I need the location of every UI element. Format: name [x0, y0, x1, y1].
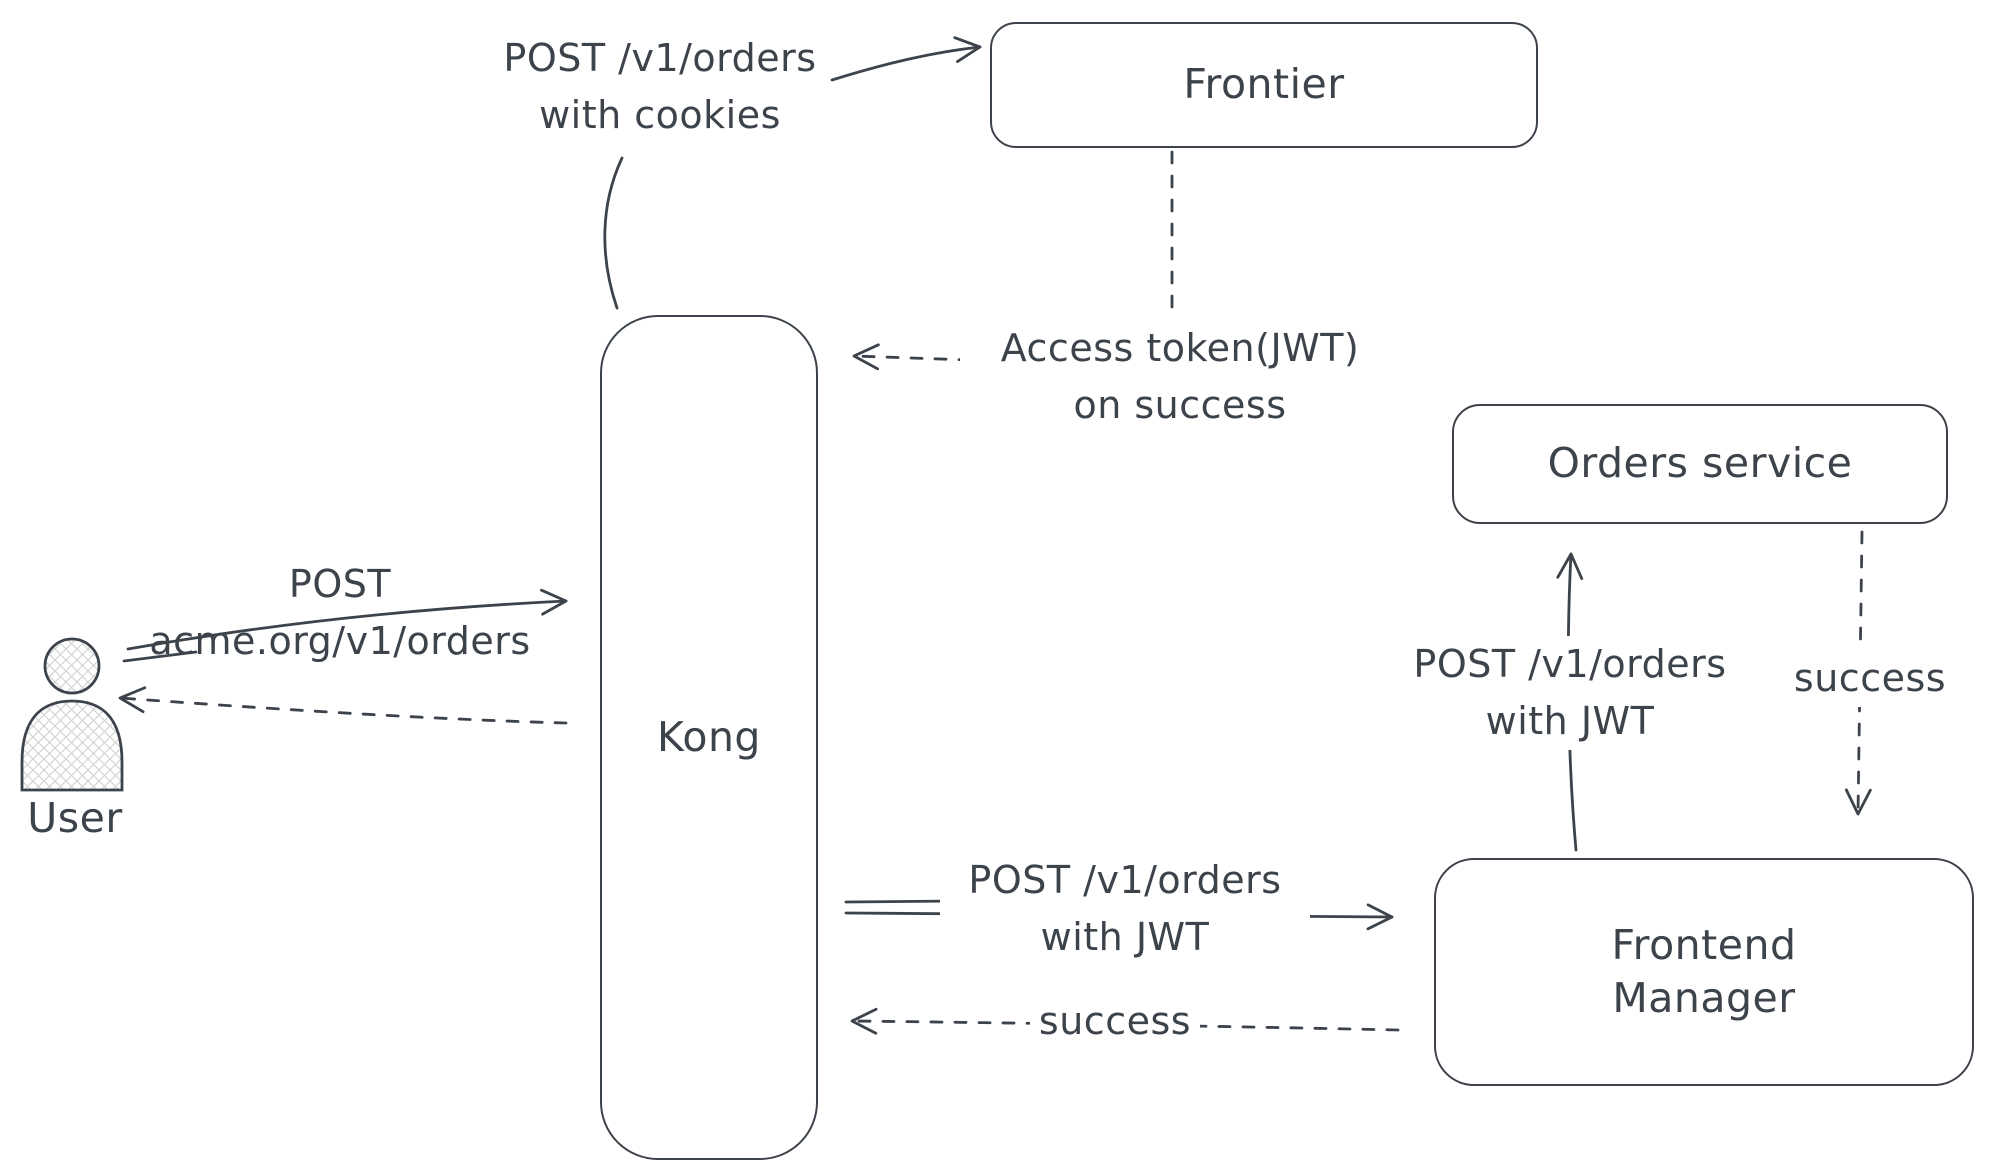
node-frontier: Frontier: [990, 22, 1538, 148]
arrow-kong-to-frontier: [830, 36, 982, 82]
arrow-user-to-kong: [126, 588, 568, 651]
user-label: User: [27, 794, 123, 842]
arrow-user-to-kong-detail: [122, 650, 198, 663]
user-icon: [20, 637, 124, 792]
edge-label-success-to-frontend: success: [1785, 650, 1955, 707]
arrow-frontend-manager-to-kong: [850, 1007, 1400, 1035]
edge-label-post-acme-orders: POST acme.org/v1/orders: [149, 562, 531, 663]
arrow-orders-service-to-frontend-manager: [1844, 530, 1872, 816]
connector-cookies-label-to-kong: [603, 156, 624, 310]
edge-label-post-orders-with-jwt-kong: POST /v1/orders with JWT: [940, 852, 1310, 966]
edge-label-post-orders-with-cookies: POST /v1/orders with cookies: [503, 36, 817, 137]
arrow-kong-to-frontend-manager-detail: [844, 899, 958, 904]
edge-label-access-token-on-success: Access token(JWT) on success: [960, 320, 1400, 434]
arrow-kong-to-user: [118, 686, 568, 725]
edge-label-post-orders-with-jwt-orders: POST /v1/orders with JWT: [1385, 636, 1755, 750]
arrow-frontier-to-kong: [852, 343, 972, 371]
node-orders-service: Orders service: [1452, 404, 1948, 524]
node-frontend-manager: Frontend Manager: [1434, 858, 1974, 1086]
user-icon-head: [43, 637, 101, 695]
user-icon-body: [20, 699, 124, 792]
node-kong: Kong: [600, 315, 818, 1160]
edge-label-success-to-kong: success: [1030, 993, 1200, 1050]
